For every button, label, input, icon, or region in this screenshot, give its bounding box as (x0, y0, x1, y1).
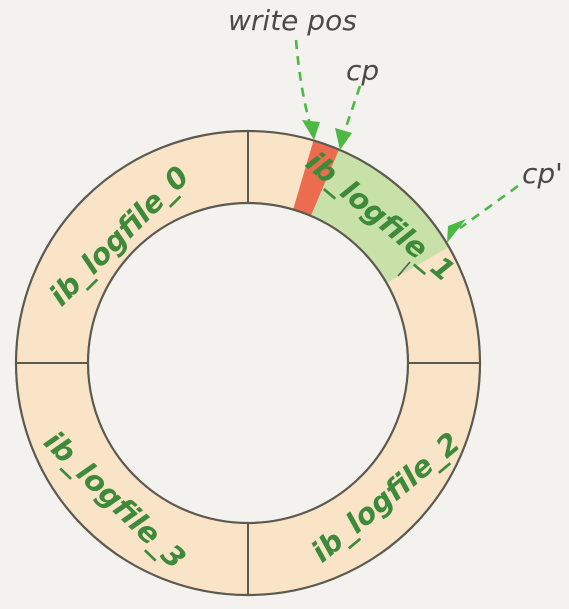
cp-prime-label: cp' (522, 157, 563, 190)
cp-arrowhead (335, 128, 352, 150)
write-pos-arrow (294, 39, 312, 125)
checkpoint-range (310, 149, 449, 284)
cp-label: cp (346, 54, 379, 87)
pointer-arrows (294, 39, 519, 243)
write-pos-marker (293, 140, 339, 216)
log-ring (14, 129, 482, 597)
cp-prime-tick (397, 261, 411, 277)
cp-prime-arrowhead (447, 219, 466, 243)
cp-arrow (343, 85, 362, 131)
cp-prime-arrow (459, 184, 519, 230)
write-pos-arrowhead (302, 120, 320, 140)
write-pos-label: write pos (228, 4, 357, 37)
